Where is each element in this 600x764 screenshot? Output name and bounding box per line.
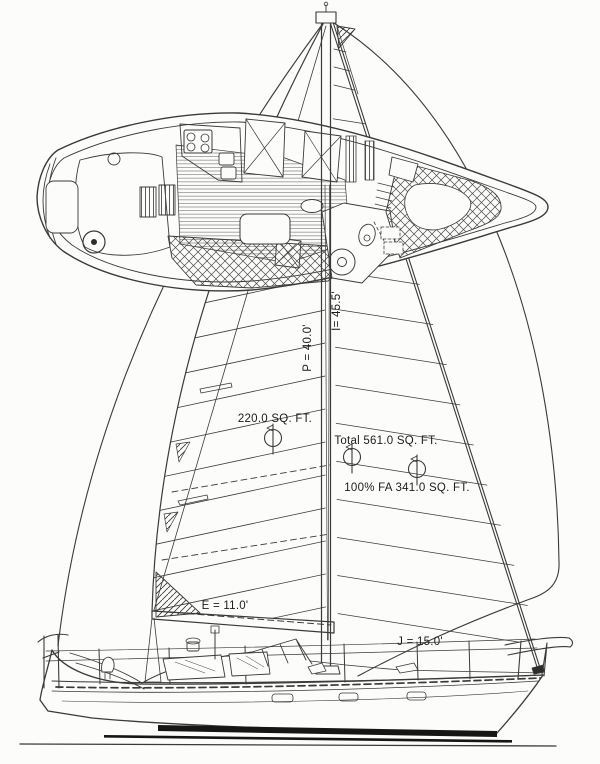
galley-sink — [220, 166, 237, 180]
head-door-swing — [373, 221, 391, 253]
sail-plan-layer — [57, 21, 560, 683]
stove-burner — [186, 132, 196, 142]
cowl-vent-stem — [104, 671, 111, 680]
genoa-port-leech-line — [57, 21, 325, 647]
mainsail-leech-line — [151, 21, 325, 613]
bulwark-line — [51, 674, 544, 684]
steering-wheel-hub — [91, 239, 97, 245]
mast-luff-groove — [324, 184, 330, 641]
steering-wheel — [82, 230, 106, 254]
hull-profile-view — [19, 625, 574, 747]
i-dimension-label: I= 45.5' — [331, 291, 343, 331]
saloon-table — [239, 213, 291, 245]
windshield-dodger — [251, 638, 313, 667]
boom-clew-bundle — [155, 571, 201, 618]
forward-hatch — [388, 156, 419, 183]
lifeline-upper — [45, 638, 536, 652]
masthead-fitting — [315, 11, 337, 24]
locker-x — [243, 118, 286, 178]
galley-sink — [218, 152, 235, 166]
forward-locker-dashed — [383, 241, 404, 255]
stove-burner — [200, 133, 210, 143]
hull-crease-line — [61, 690, 529, 703]
portlight — [406, 691, 427, 701]
mainsheet-tackle — [144, 617, 162, 683]
v-berth-cushion — [404, 183, 472, 231]
toe-rail-dashed — [55, 677, 541, 689]
sailmaker-insignia — [407, 454, 427, 486]
louver-door — [158, 184, 176, 216]
cabin-window — [162, 654, 226, 681]
head-sink-drain — [363, 234, 371, 242]
foredeck-line — [401, 669, 541, 674]
mainsail-batten — [177, 494, 209, 506]
galley-counter — [179, 123, 243, 183]
cowl-vent — [101, 656, 115, 673]
e-dimension-label: E = 11.0' — [202, 600, 249, 612]
mainsail-area-label: 220.0 SQ. FT. — [238, 413, 312, 425]
waterline-stripe — [104, 735, 512, 743]
deck-hatch — [307, 662, 327, 675]
sheer-line — [51, 680, 539, 693]
j-dimension-label: J = 15.0' — [397, 636, 443, 648]
mast-partner — [300, 199, 324, 213]
masthead-light — [323, 1, 329, 7]
stove-burner — [200, 143, 210, 153]
stern-pushpit — [37, 633, 69, 689]
louver-door — [139, 186, 157, 218]
mainsail-batten — [199, 382, 233, 394]
genoa-starboard-leech-line — [333, 22, 560, 677]
forestay-line — [329, 21, 542, 672]
cabin-window — [228, 651, 271, 677]
deck-hatch — [395, 662, 419, 674]
sailmaker-insignia — [263, 423, 283, 455]
masthead-pennant-flag — [336, 25, 356, 49]
forward-locker-dashed — [380, 226, 401, 240]
boot-stripe — [158, 725, 497, 737]
boom — [151, 610, 335, 634]
portlight — [271, 693, 294, 703]
p-dimension-label: P = 40.0' — [302, 324, 314, 371]
stem-fitting — [531, 664, 545, 675]
bow-pulpit — [504, 636, 574, 680]
toilet-bowl-center — [337, 257, 347, 267]
flag-halyard — [336, 25, 359, 95]
mast — [315, 1, 359, 675]
e-measure-line — [167, 611, 332, 626]
deck-vent — [107, 152, 121, 166]
total-area-label: Total 561.0 SQ. FT. — [334, 435, 437, 447]
interior-plan-view — [36, 112, 549, 292]
leech-tab — [163, 511, 179, 533]
winch — [186, 641, 200, 652]
head-sink — [358, 223, 376, 247]
dimension-labels: 220.0 SQ. FT. Total 561.0 SQ. FT. 100% F… — [202, 291, 470, 648]
galley-stove — [183, 129, 213, 154]
hull-body — [39, 649, 544, 734]
portlight — [338, 692, 359, 702]
mast-track-bar — [364, 140, 375, 181]
baseline — [19, 743, 557, 747]
mast-column — [320, 21, 332, 673]
leech-tab — [175, 441, 191, 463]
mast-steps — [333, 48, 355, 91]
stove-burner — [186, 142, 196, 152]
mainsheet-block — [210, 625, 220, 634]
mast-track-bar — [345, 135, 357, 183]
mainsail-reef-lines — [161, 464, 331, 561]
winch-top — [185, 637, 201, 645]
sailmaker-insignia — [342, 442, 362, 474]
window-glare — [174, 655, 265, 674]
helm-seat — [45, 180, 79, 234]
forward-steps — [374, 182, 395, 209]
foretriangle-area-label: 100% FA 341.0 SQ. FT. — [344, 482, 469, 494]
